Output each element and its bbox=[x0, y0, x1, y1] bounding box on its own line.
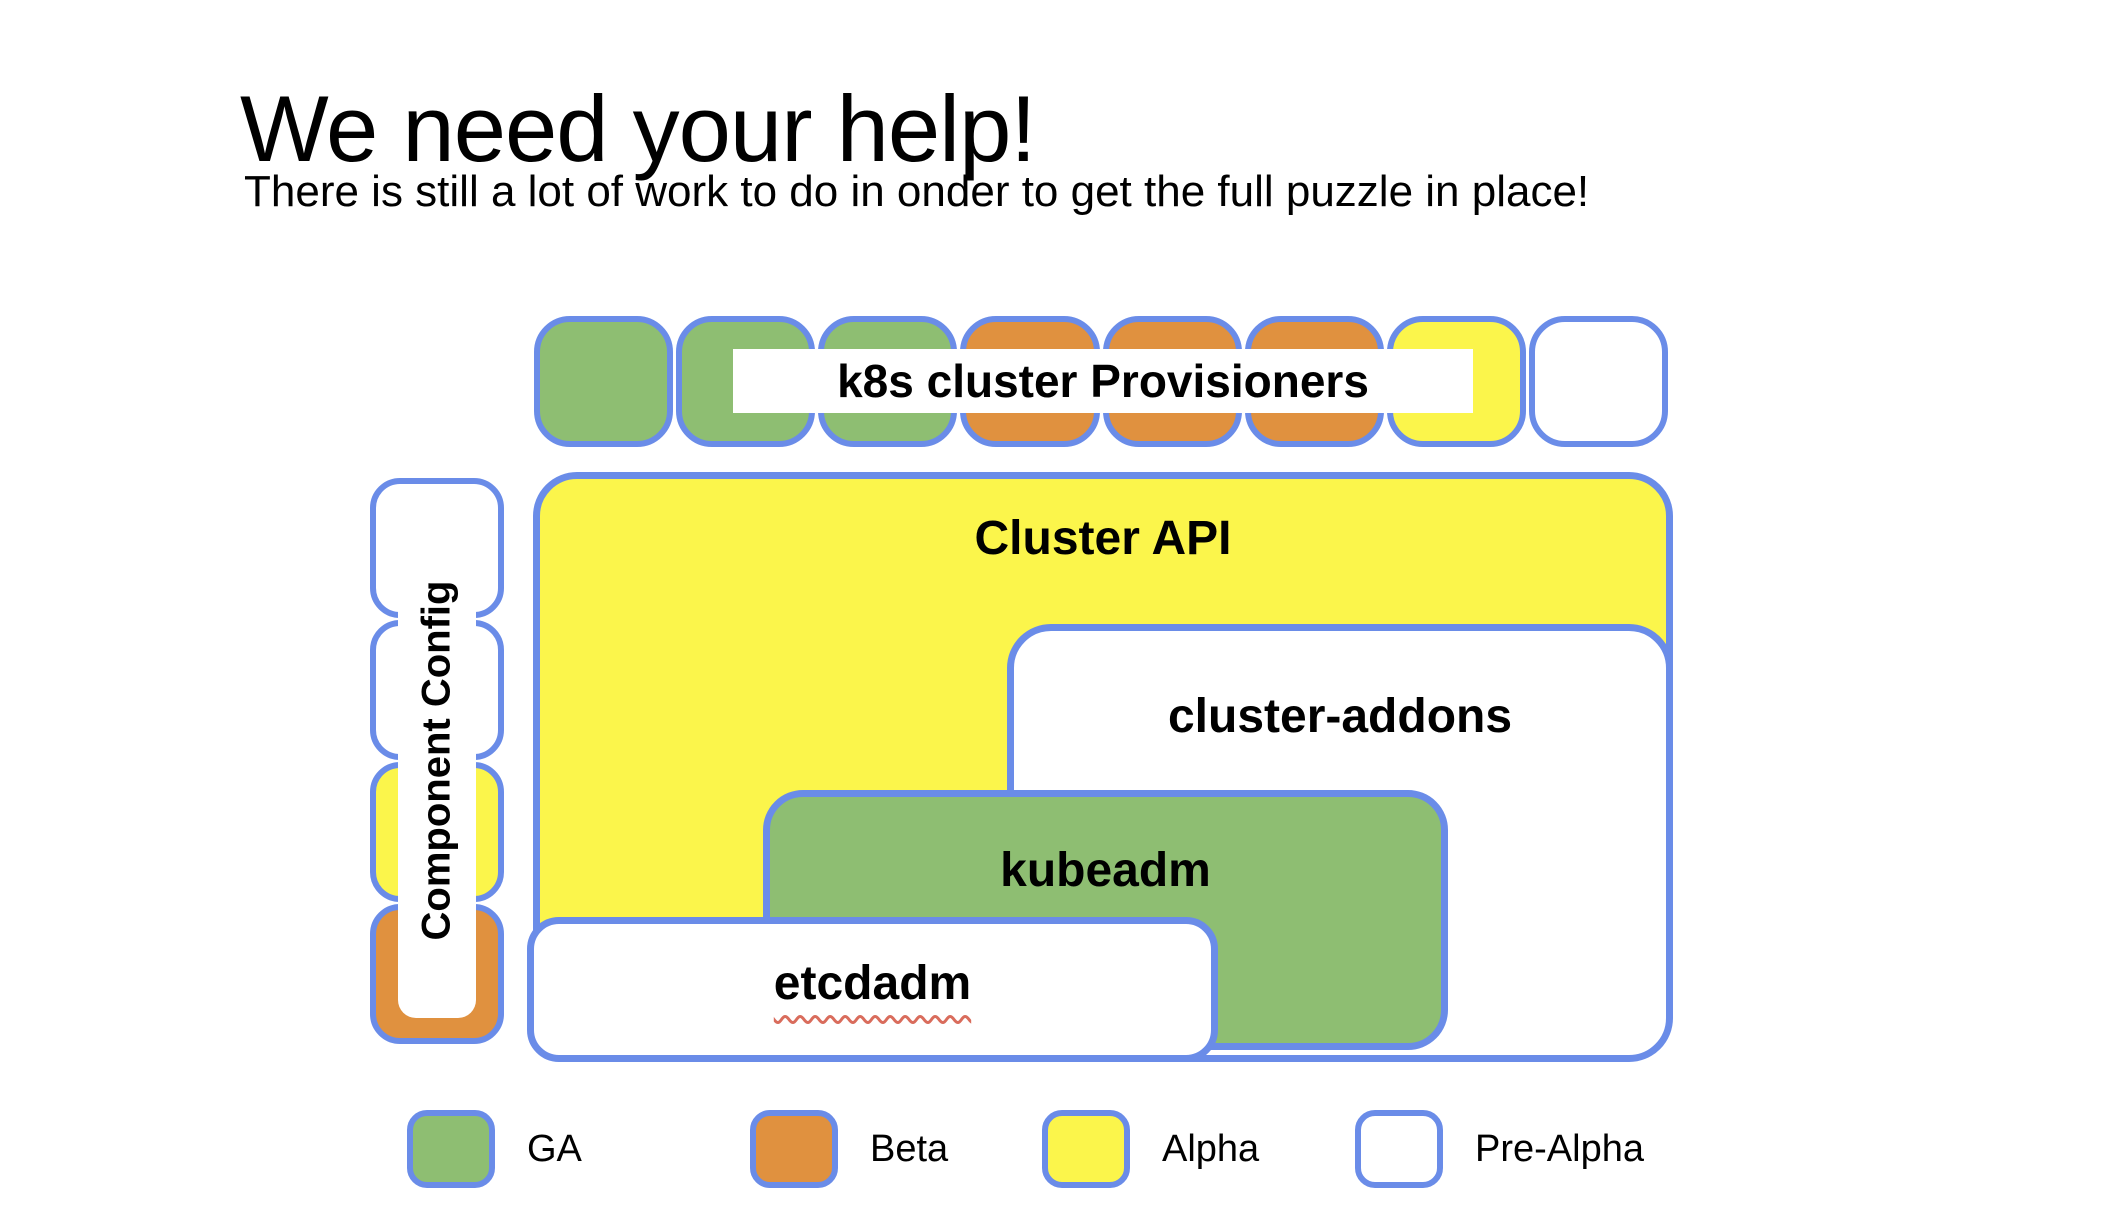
legend-label: Beta bbox=[870, 1127, 949, 1170]
legend-swatch-prealpha bbox=[1355, 1110, 1443, 1188]
legend-item-alpha: Alpha bbox=[1042, 1110, 1259, 1188]
provisioners-row-label: k8s cluster Provisioners bbox=[733, 349, 1473, 413]
legend-label: Alpha bbox=[1162, 1127, 1260, 1170]
legend-swatch-alpha bbox=[1042, 1110, 1130, 1188]
legend-swatch-ga bbox=[407, 1110, 495, 1188]
legend-item-ga: GA bbox=[407, 1110, 582, 1188]
cluster-api-label: Cluster API bbox=[974, 512, 1232, 565]
kubeadm-label: kubeadm bbox=[1000, 844, 1211, 897]
legend-item-beta: Beta bbox=[750, 1110, 948, 1188]
cluster-addons-label: cluster-addons bbox=[1167, 690, 1513, 743]
legend-label: Pre-Alpha bbox=[1475, 1127, 1644, 1170]
legend-swatch-beta bbox=[750, 1110, 838, 1188]
component-config-label-strip: Component Config bbox=[398, 503, 476, 1018]
etcdadm-label: etcdadm bbox=[773, 957, 972, 1010]
puzzle-piece-ga bbox=[534, 316, 674, 447]
legend-label: GA bbox=[527, 1127, 582, 1170]
legend-item-pre-alpha: Pre-Alpha bbox=[1355, 1110, 1644, 1188]
page-subtitle: There is still a lot of work to do in on… bbox=[244, 167, 1590, 216]
etcdadm-box: etcdadm bbox=[527, 917, 1218, 1062]
component-config-label: Component Config bbox=[414, 580, 459, 941]
page-title: We need your help! bbox=[240, 75, 1036, 181]
puzzle-piece-prealpha bbox=[1528, 316, 1668, 447]
